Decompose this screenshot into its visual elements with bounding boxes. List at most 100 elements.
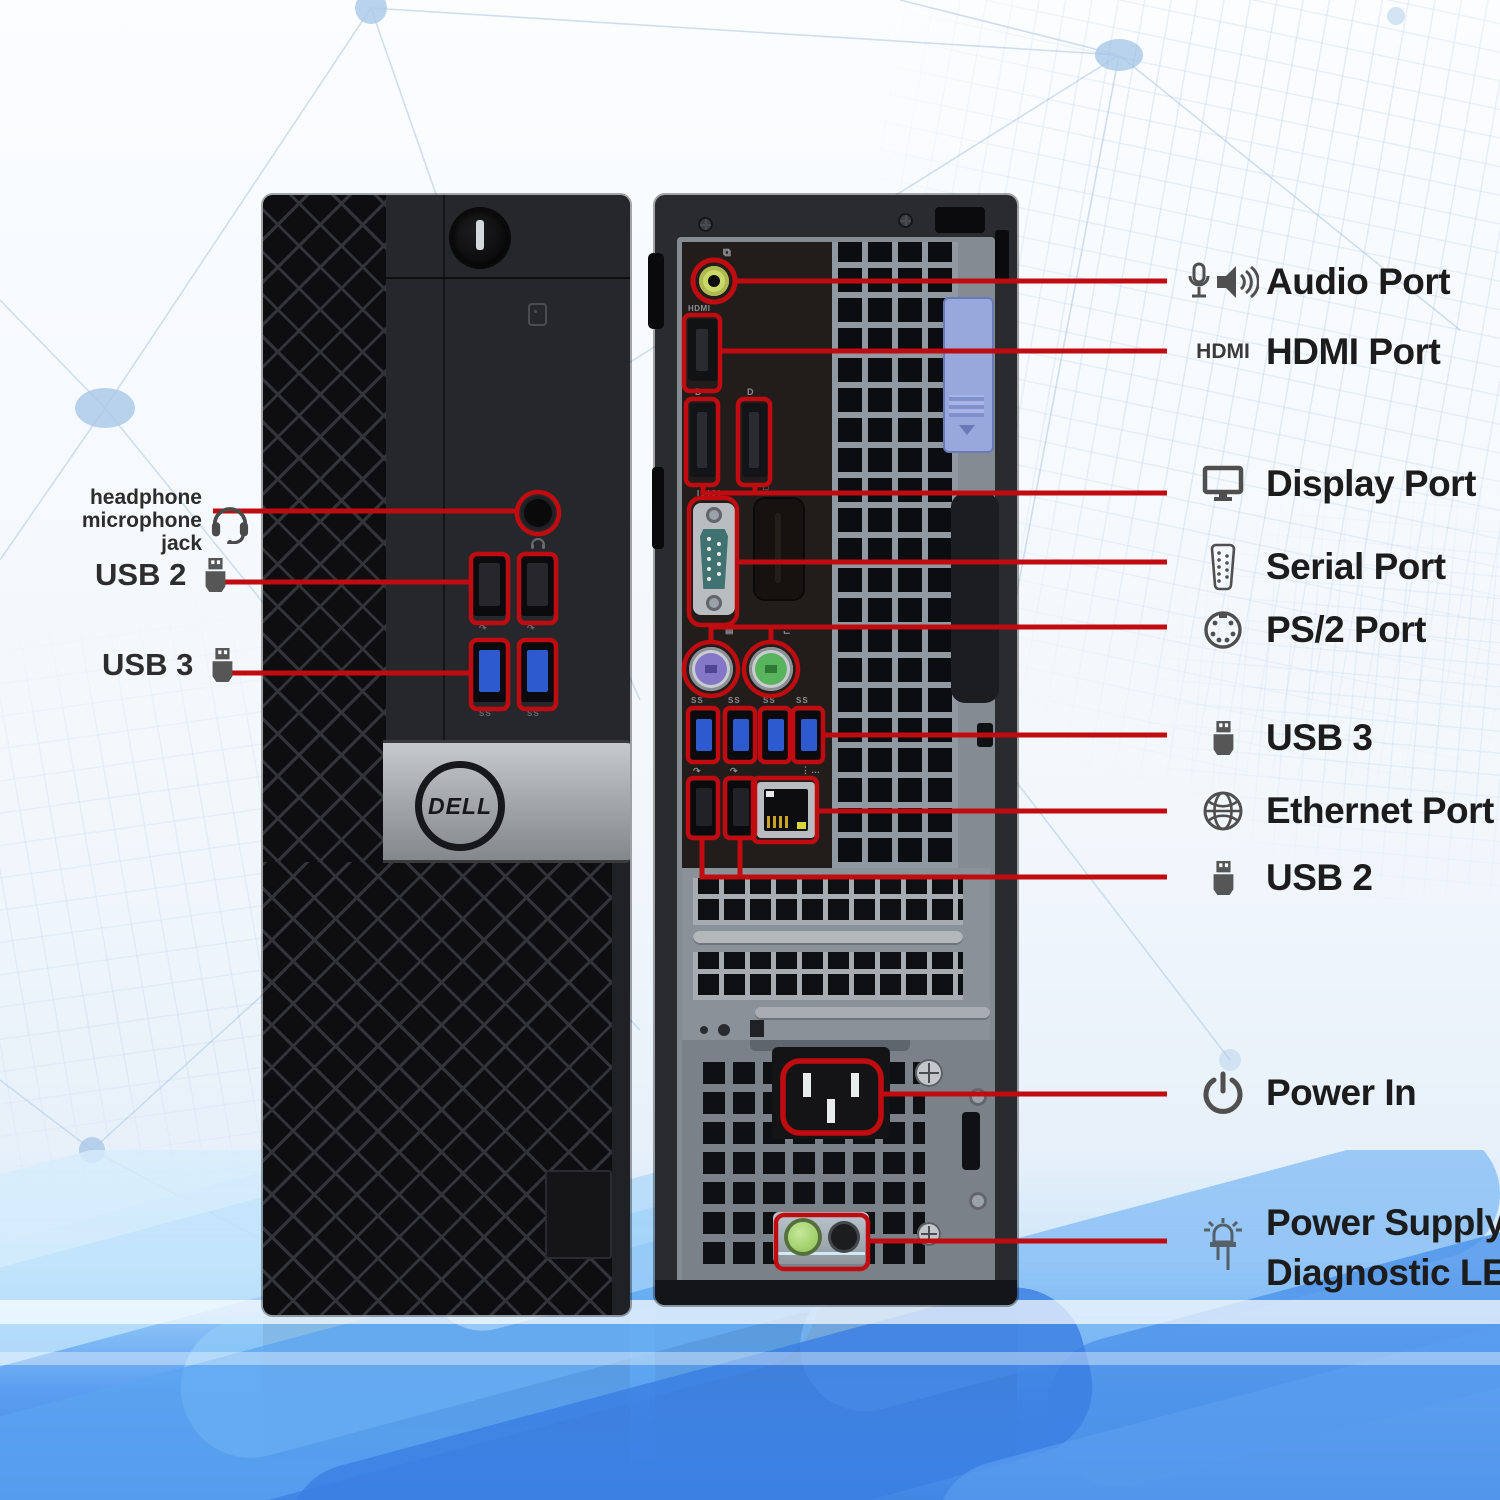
label-row-serial: Serial Port (1180, 539, 1446, 595)
power-icon (1203, 1071, 1243, 1114)
dell-logo-text: DELL (427, 792, 493, 819)
chassis-dot-2 (718, 1024, 730, 1036)
microphone-icon (1188, 262, 1210, 298)
usb-icon (212, 648, 233, 682)
rear-handle (951, 493, 999, 703)
front-usb3-marking-1: SS (479, 709, 492, 718)
psu-led-label-line2: Diagnostic LED (1266, 1251, 1500, 1293)
front-usb3-label: USB 3 (102, 647, 194, 682)
front-headset-jack (524, 499, 552, 527)
expansion-vent-2 (693, 952, 963, 1000)
power-button-slot (476, 220, 484, 250)
front-tower: ↷ ↷ SS SS DELL (263, 195, 630, 1315)
rear-usb2-port-1 (690, 781, 718, 835)
expansion-latch (943, 297, 994, 453)
label-row-power: Power In (1180, 1065, 1417, 1121)
psu-lip (750, 1040, 910, 1051)
front-seam-horizontal (386, 277, 630, 279)
serial-port-icon (1210, 543, 1236, 591)
rear-usb3-marking-1: SS (691, 696, 704, 705)
led-icon (1204, 1217, 1242, 1270)
rear-usb3-port-1 (690, 711, 718, 761)
dell-badge-band: DELL (383, 740, 630, 863)
rear-audio-jack (699, 266, 729, 296)
usb-icon (1213, 861, 1234, 895)
ps2-port-label: PS/2 Port (1266, 609, 1427, 650)
headset-jack-glyph (531, 538, 545, 549)
speaker-icon (1217, 265, 1259, 299)
hdmi-logo-icon: HDMI (1196, 340, 1250, 363)
front-usb2-port-1 (473, 556, 506, 616)
front-right-strip (612, 862, 630, 1315)
chassis-dot-1 (700, 1026, 708, 1034)
monitor-icon (1202, 465, 1244, 501)
power-in-label: Power In (1266, 1072, 1417, 1113)
mouse-glyph: ⌙ (783, 627, 792, 637)
expansion-region (682, 868, 990, 1040)
front-mesh-lower (263, 862, 612, 1315)
slot-bar-2 (755, 1007, 990, 1020)
label-row-hdmi: HDMI HDMI Port (1180, 324, 1441, 380)
audio-port-label: Audio Port (1266, 261, 1451, 302)
top-slot (935, 207, 985, 233)
front-bottom-plate (545, 1170, 612, 1259)
label-front-usb3: USB 3 (102, 646, 239, 684)
rear-hdmi-port (688, 319, 718, 381)
headset-label-line1: headphone (89, 486, 202, 509)
usb-icon (205, 558, 226, 592)
chassis-tab (750, 1020, 764, 1037)
front-seam-vertical (443, 195, 445, 862)
dp-marking-2: D (747, 387, 755, 397)
ac-inlet-pins (803, 1073, 859, 1123)
hdd-activity-icon (528, 303, 547, 326)
audio-out-glyph: ⧉ (723, 247, 732, 259)
ps2-port-icon (1204, 611, 1242, 649)
psu-region (682, 1040, 995, 1285)
slot-bar-1 (693, 931, 963, 945)
rear-usb3-port-3 (762, 711, 790, 761)
psu-screw-2 (917, 1222, 941, 1246)
serial-port-label: Serial Port (1266, 546, 1446, 587)
case-screw-2 (898, 213, 913, 228)
wireframe-grid-mid-right (1150, 480, 1500, 900)
rear-usb2-marking-2: ↷ (730, 766, 739, 776)
rear-vent-grid (832, 242, 958, 868)
label-row-psu-led: Power Supply Diagnostic LED (1180, 1198, 1500, 1298)
front-usb2-marking: ↷ (479, 623, 488, 633)
label-headset: headphone microphone jack (40, 486, 252, 555)
rear-serial-port (693, 503, 735, 615)
ps2-mouse-port (749, 647, 793, 691)
dp-marking-1: D (695, 387, 703, 397)
rear-usb2-port-2 (727, 781, 755, 835)
label-row-display: Display Port (1180, 456, 1476, 512)
psu-test-button (831, 1224, 857, 1250)
psu-screw-1 (915, 1059, 943, 1087)
headset-label-line2: microphone jack (81, 509, 202, 556)
vga-marking: □ (763, 482, 770, 492)
rear-usb3-port-4 (795, 711, 823, 761)
expansion-vent-1 (693, 878, 963, 925)
display-port-label: Display Port (1266, 463, 1476, 504)
serial-marking: IOIOI (697, 489, 722, 498)
dell-logo: DELL (415, 761, 505, 851)
front-usb2-marking2: ↷ (527, 623, 536, 633)
rear-bottom-frame (655, 1280, 1017, 1305)
label-row-ps2: PS/2 Port (1180, 602, 1427, 658)
hdmi-port-label: HDMI Port (1266, 331, 1441, 372)
front-usb2-label: USB 2 (95, 557, 187, 592)
psu-led-label-line1: Power Supply (1266, 1202, 1500, 1243)
label-row-ethernet: Ethernet Port (1180, 783, 1494, 839)
psu-diagnostic-led (788, 1222, 818, 1252)
ps2-keyboard-port (689, 647, 733, 691)
label-row-audio: Audio Port (1180, 254, 1451, 310)
rear-clip (977, 723, 993, 747)
psu-hex-1 (969, 1088, 987, 1106)
rear-usb3-marking-3: SS (763, 696, 776, 705)
usb2-rear-label: USB 2 (1266, 857, 1373, 898)
rear-usb3-marking-2: SS (728, 696, 741, 705)
psu-hex-2 (969, 1192, 987, 1210)
side-slot (995, 230, 1009, 282)
globe-icon (1203, 791, 1243, 831)
front-usb2-port-2 (521, 556, 554, 616)
